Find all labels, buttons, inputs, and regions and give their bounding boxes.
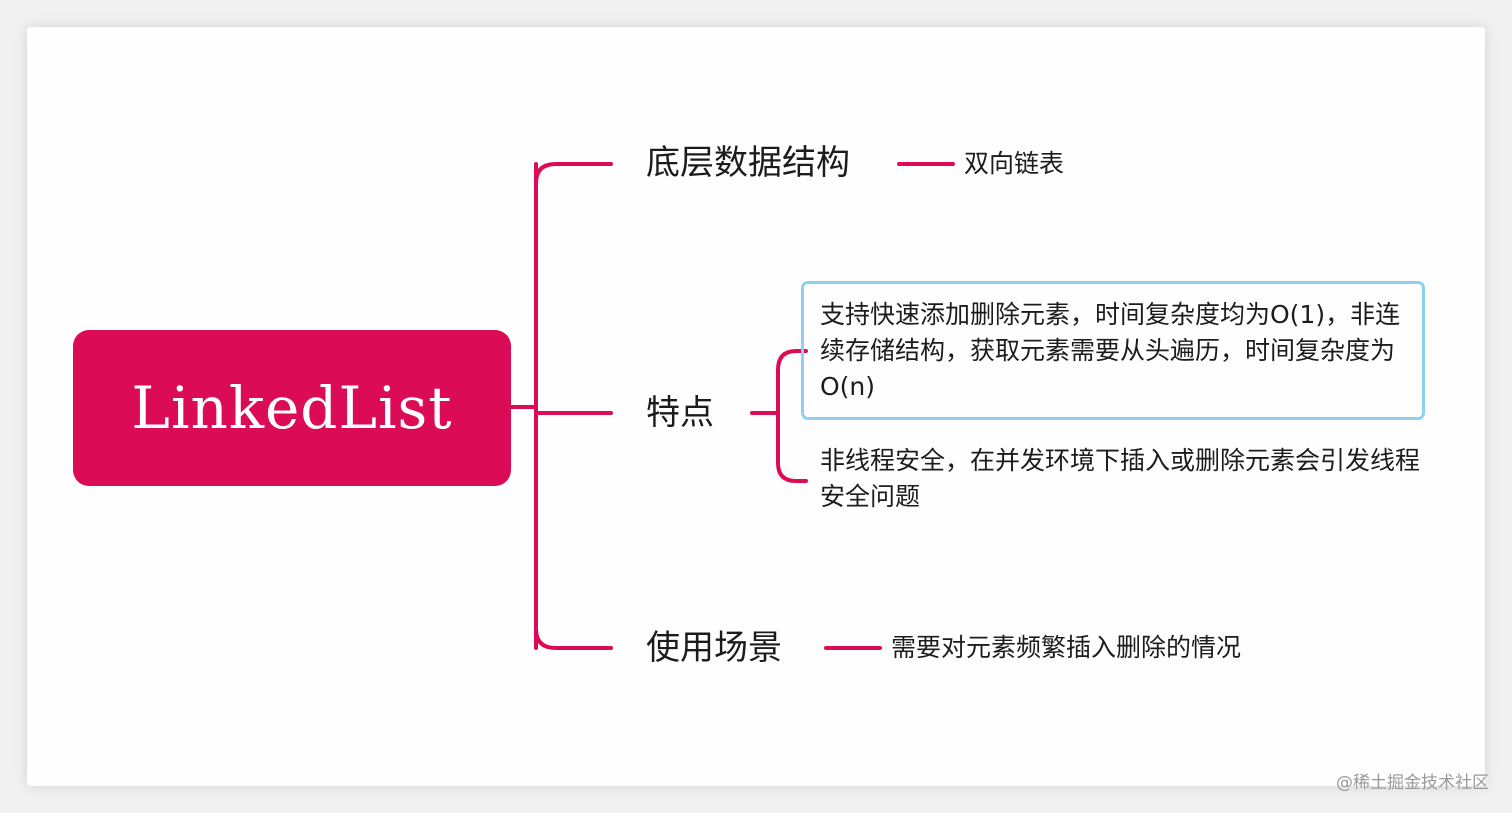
leaf-structure: 双向链表 — [964, 149, 1065, 178]
branch-structure: 底层数据结构 — [646, 143, 850, 183]
highlight-box — [801, 281, 1425, 420]
branch-connector-structure — [534, 162, 613, 185]
leaf-features-2: 非线程安全，在并发环境下插入或删除元素会引发线程安全问题 — [820, 446, 1421, 511]
leaf-connector-features-1 — [776, 349, 808, 372]
watermark: @稀土掘金技术社区 — [1336, 773, 1489, 793]
root-node: LinkedList — [73, 330, 511, 486]
branch-usage: 使用场景 — [646, 628, 782, 668]
branch-connector-usage — [534, 627, 613, 650]
leaf-features-1: 支持快速添加删除元素，时间复杂度均为O(1)，非连续存储结构，获取元素需要从头遍… — [820, 300, 1401, 401]
branch-features: 特点 — [646, 393, 714, 433]
leaf-connector-features-2 — [776, 461, 808, 483]
root-label: LinkedList — [131, 374, 453, 442]
leaf-usage: 需要对元素频繁插入删除的情况 — [891, 633, 1242, 662]
